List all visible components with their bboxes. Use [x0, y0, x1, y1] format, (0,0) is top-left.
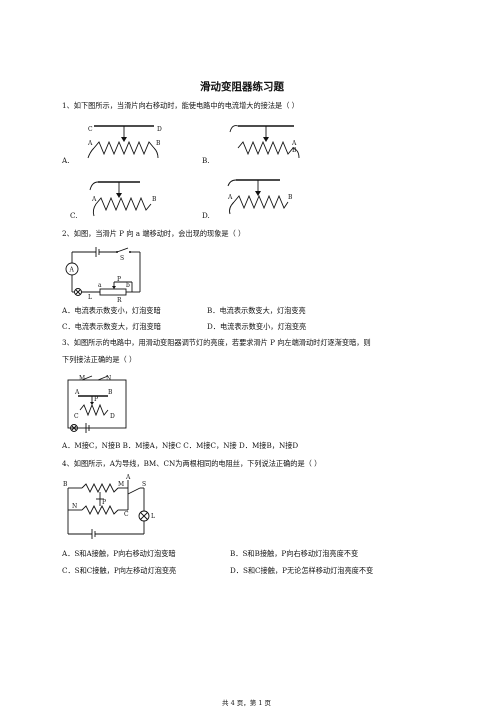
q1-figure-b: A B [229, 125, 300, 159]
q1-figure-a: C D A B [87, 125, 162, 159]
q2-circuit: A S P R L a b [65, 247, 141, 304]
q4-label-a: A [125, 474, 131, 481]
q1a-label-a: A [87, 140, 93, 147]
page-footer: 共 4 页，第 1 页 [222, 699, 272, 707]
q3-label-p: P [94, 396, 98, 403]
q4-option-c: C．S和C接触，P向左移动灯泡变亮 [62, 566, 177, 575]
q1-option-a: A. [62, 156, 70, 165]
q1d-label-b: B [288, 194, 293, 201]
q1-option-b: B. [202, 156, 210, 165]
q1c-label-a: A [91, 196, 97, 203]
q2-option-c: C．电流表示数变大，灯泡变暗 [62, 322, 161, 331]
q1a-label-b: B [156, 140, 161, 147]
q2-option-b: B．电流表示数变大，灯泡变亮 [207, 306, 306, 315]
q3-label-a: A [74, 389, 80, 396]
q4-label-l: L [151, 513, 155, 520]
q4-option-a: A．S和A接触，P向右移动灯泡变暗 [62, 549, 176, 558]
q1b-label-a: A [291, 140, 297, 147]
q1a-label-c: C [88, 126, 93, 133]
q2-label-b-end: b [126, 282, 130, 289]
question-4-stem: 4、如图所示，A为导线，BM、CN为两根相同的电阻丝，下列说法正确的是（ ） [62, 459, 322, 468]
q1c-label-b: B [152, 196, 157, 203]
q2-label-a-end: a [98, 282, 102, 289]
q3-label-d: D [110, 413, 115, 420]
q3-label-c: C [74, 413, 79, 420]
q1-option-c: C. [70, 211, 78, 220]
q4-option-d: D．S和C接触，P无论怎样移动灯泡亮度不变 [230, 566, 374, 575]
q4-option-b: B．S和B接触，P向右移动灯泡亮度不变 [230, 549, 359, 558]
page-title: 滑动变阻器练习题 [200, 81, 284, 93]
question-3-stem-line-2: 下列接法正确的是（ ） [62, 355, 137, 364]
q1-figure-d: A B [227, 179, 293, 215]
q2-option-d: D．电流表示数变小，灯泡变亮 [207, 322, 307, 331]
q1-option-d: D. [202, 211, 210, 220]
q3-label-n: N [106, 375, 111, 382]
q4-circuit: B M N P A S C L [63, 474, 155, 539]
q3-circuit: M N A B P C D [67, 375, 127, 433]
q3-options: A．M接C，N接B B．M接A，N接C C．M接C，N接 D．M接B，N接D [62, 441, 299, 450]
q4-label-p: P [102, 499, 106, 506]
q2-label-s: S [120, 255, 124, 262]
ammeter-label: A [69, 267, 75, 274]
q4-label-s: S [142, 481, 146, 488]
q4-label-m: M [118, 481, 124, 488]
question-3-stem-line-1: 3、如图所示的电路中，用滑动变阻器调节灯的亮度，若要求滑片 P 向左端滑动时灯逐… [62, 338, 371, 347]
q3-label-m: M [79, 375, 85, 382]
question-2-stem: 2、如图，当滑片 P 向 a 端移动时，会出现的现象是（ ） [62, 229, 246, 238]
q2-label-r: R [117, 297, 122, 304]
q1b-label-b: B [292, 147, 297, 154]
q4-label-b: B [63, 481, 68, 488]
q3-label-b: B [108, 389, 113, 396]
q2-option-a: A．电流表示数变小，灯泡变暗 [62, 306, 161, 315]
q4-label-c: C [124, 511, 129, 518]
q1a-label-d: D [157, 126, 162, 133]
q1d-label-a: A [227, 194, 233, 201]
q2-label-p: P [117, 276, 121, 283]
question-1-stem: 1、如下图所示，当滑片向右移动时，能使电路中的电流增大的接法是（ ） [62, 101, 299, 110]
q4-label-n: N [72, 503, 77, 510]
q1-figure-c: A B [89, 181, 157, 217]
q2-label-l: L [88, 294, 92, 301]
